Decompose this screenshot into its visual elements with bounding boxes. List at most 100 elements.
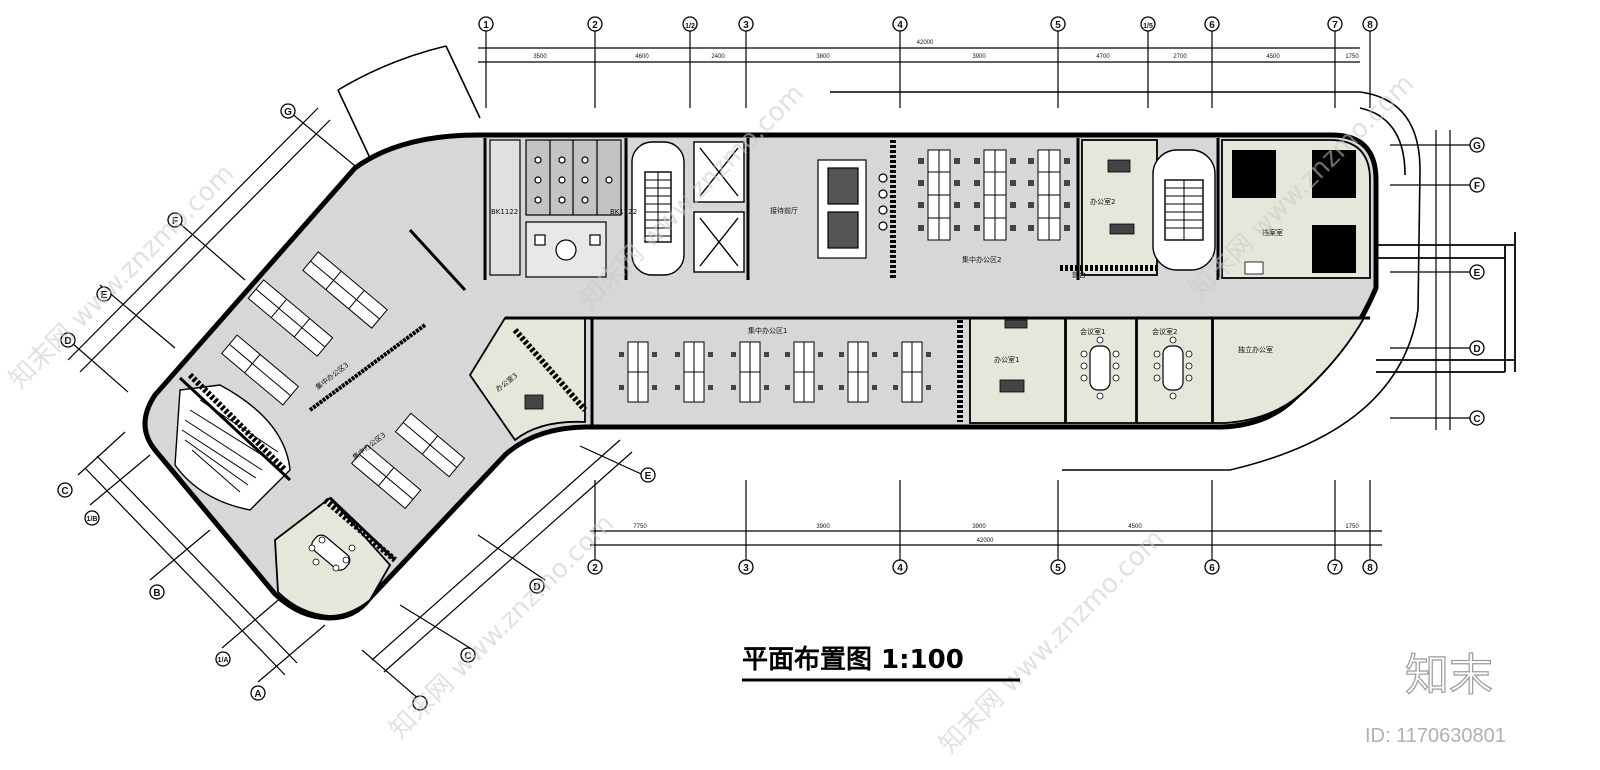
axis-bl-label: E [645,471,652,482]
axis-bottom-label: 4 [897,563,903,574]
bottom-left-axis-bubbles [412,467,656,711]
entrance-annex [1376,232,1516,373]
office-zone-1-chairs [619,352,931,390]
axis-top-label: 2 [592,20,598,31]
image-id-label: ID: 1170630801 [1365,725,1506,747]
office-zone-3-desks [220,251,466,510]
axis-left-label: G [284,107,292,118]
right-axis-bubbles [1469,137,1485,426]
bottom-axis-labels: 2 3 4 5 6 7 8 [592,563,1373,574]
axis-top-label: 8 [1367,20,1373,31]
independent-office-label: 独立办公室 [1238,345,1273,354]
office-zone-1-label: 集中办公区1 [748,326,787,335]
bottom-axis-bubbles [587,559,1378,575]
axis-left-lower-label: A [254,689,261,700]
axis-right-label: E [1474,268,1481,279]
office-zone-2-label: 集中办公区2 [962,255,1001,264]
office-1-room [969,317,1066,424]
independent-office-room [1212,317,1366,424]
lobby-furniture [817,159,888,259]
axis-left-lower-label: B [153,588,160,599]
office-zone-2-chairs [918,158,1070,231]
dim-value: 1750 [1345,54,1359,60]
axis-left-lower-label: 1/A [218,657,229,664]
dim-value: 3800 [816,54,830,60]
dim-value: 4500 [1266,54,1280,60]
axis-top-label: 7 [1332,20,1338,31]
axis-top-label: 1/2 [685,23,695,30]
office-3-room [468,317,586,442]
right-axis-labels: G F E D C [1473,141,1481,425]
front-desk-label: 前台 [1072,270,1086,279]
axis-right-label: D [1473,344,1480,355]
axis-right-label: C [1473,414,1480,425]
axis-right-label: F [1474,181,1480,192]
axis-right-label: G [1473,141,1481,152]
dim-value: 3900 [972,524,986,530]
meeting-chairs [308,336,1193,572]
dim-value: 3900 [816,524,830,530]
left-upper-axis-bubbles [60,103,296,348]
toilet-block [489,139,622,278]
elevators [693,141,745,273]
top-axis-bubbles [478,16,1378,32]
interior-walls [178,138,1370,562]
toilet-tag-2: BK1122 [610,208,637,216]
office-2-label: 办公室2 [1090,197,1115,206]
axis-left-lower-label: 1/B [87,516,98,523]
axis-top-label: 3 [743,20,749,31]
dim-value: 4700 [1096,54,1110,60]
dim-value: 4500 [1128,524,1142,530]
office-1-label: 办公室1 [994,355,1019,364]
dim-value: 4600 [635,54,649,60]
meeting-1-room [1065,317,1137,424]
axis-left-lower-label: C [61,486,68,497]
office-zone-1-desks [627,341,923,403]
axis-top-label: 1/5 [1143,23,1153,30]
axis-bottom-label: 5 [1055,563,1061,574]
dim-value: 1750 [1345,524,1359,530]
dim-total: 42000 [977,538,994,544]
axis-bottom-label: 8 [1367,563,1373,574]
axis-bottom-label: 2 [592,563,598,574]
office-zone-2-desks [927,149,1061,241]
left-lower-axis-labels: C 1/B B 1/A A [61,486,261,700]
dim-value: 2700 [1173,54,1187,60]
left-upper-dimension-group [63,107,361,393]
bottom-dimension-values: 7750 3900 3900 4500 1750 42000 [633,524,1359,544]
axis-top-label: 6 [1209,20,1215,31]
toilet-tag-1: BK1122 [491,208,518,216]
exterior-curves [337,45,1421,471]
dim-value: 3500 [533,54,547,60]
bottom-dimension-group [590,480,1382,560]
bottom-left-axis-labels: E D C [464,471,651,662]
axis-bl-label: D [533,582,540,593]
axis-top-label: 1 [483,20,489,31]
dim-value: 2400 [711,54,725,60]
left-upper-axis-labels: G F E D [64,107,292,347]
axis-left-label: E [101,290,108,301]
drawing-title: 平面布置图 1:100 [742,645,964,675]
axis-left-label: F [172,216,178,227]
dim-total: 42000 [917,40,934,46]
top-dimension-values: 3500 4600 2400 3800 3900 4700 2700 4500 … [533,40,1359,60]
lobby-label: 接待前厅 [770,206,798,215]
bottom-left-dimension-group [361,439,651,701]
axis-bl-label: C [464,651,471,662]
top-axis-labels: 1 2 1/2 3 4 5 1/5 6 7 8 [483,20,1373,31]
archive-label: 档案室 [1262,228,1283,237]
meeting-2-label: 会议室2 [1152,327,1177,336]
left-lower-dimension-group [77,431,326,683]
drawing-title-group: 平面布置图 1:100 [742,645,1020,682]
brand-logo-text: 知末 [1405,650,1493,701]
axis-bottom-label: 7 [1332,563,1338,574]
meeting-1-label: 会议室1 [1080,327,1105,336]
axis-bottom-label: 3 [743,563,749,574]
right-dimension-group [1390,130,1470,430]
left-lower-axis-bubbles [57,482,266,701]
stair-core-3 [174,384,291,511]
axis-left-label: D [64,336,71,347]
glass-partitions [187,140,1160,563]
dim-value: 7750 [633,524,647,530]
